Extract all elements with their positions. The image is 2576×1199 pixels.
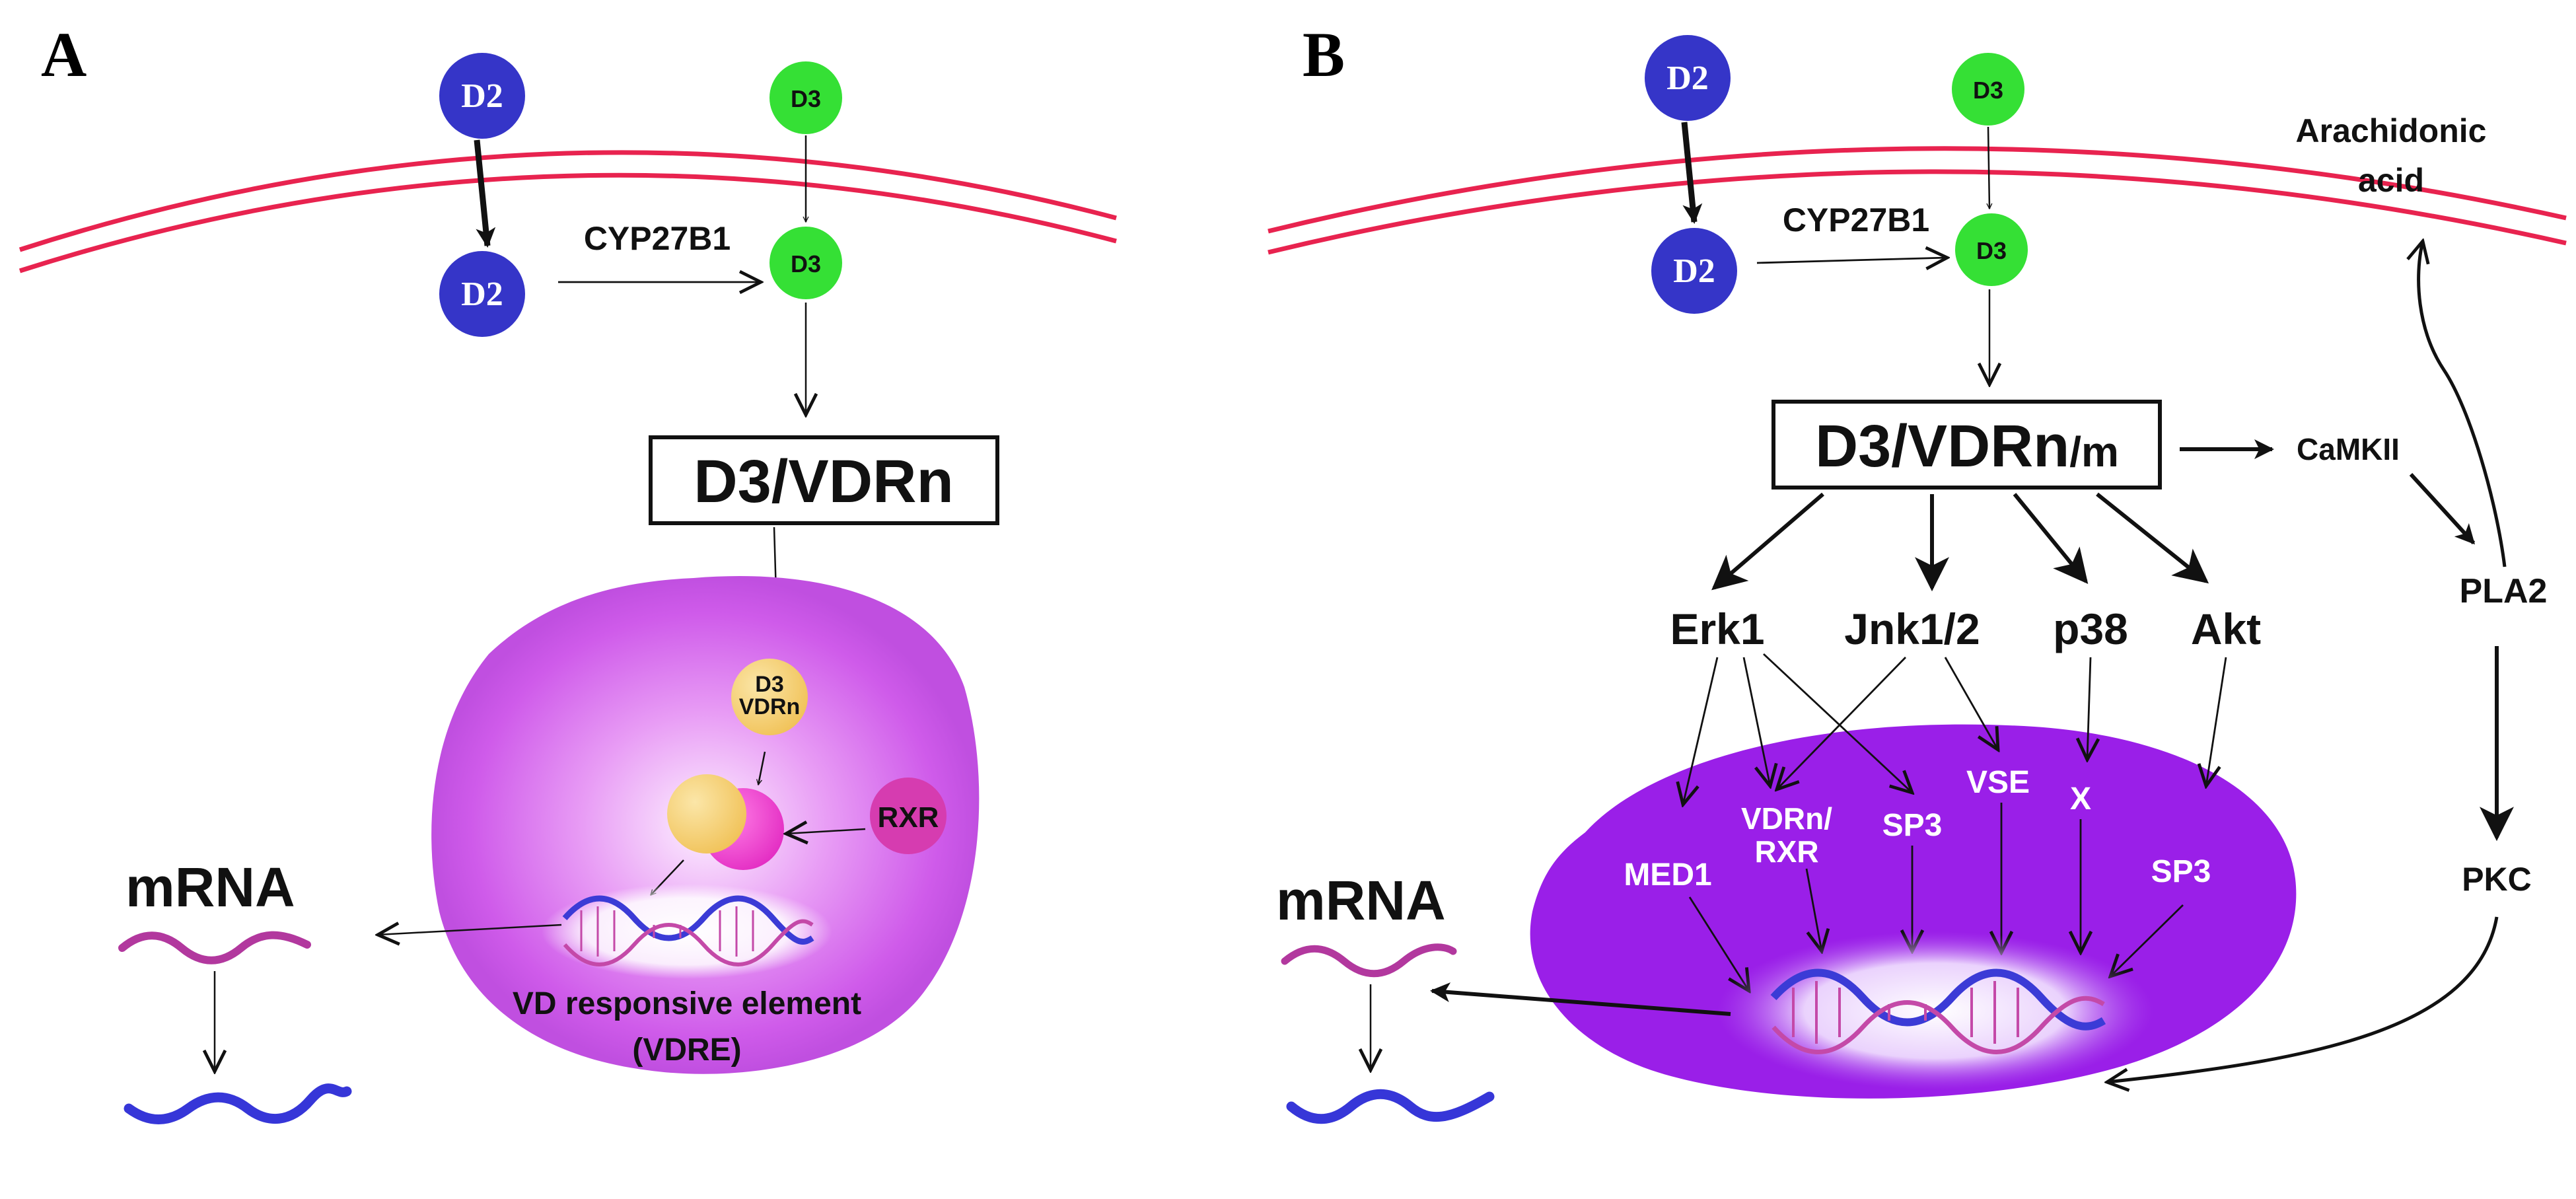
arrow-pkc-to-dna	[2107, 916, 2499, 1082]
arrow-d3-entry	[1988, 126, 1989, 209]
arrow-dna-to-mrna	[1430, 982, 1731, 1016]
arachidonic-line1: Arachidonic	[2296, 112, 2487, 149]
arrow-pla2-to-arachidonic	[2419, 241, 2507, 567]
mrna-label: mRNA	[125, 856, 295, 918]
mrna-strand	[118, 931, 311, 964]
box-label: D3/VDRn	[1815, 414, 2069, 480]
tf-vdrn-rxr-line2: RXR	[1754, 834, 1818, 869]
arrow-cyp27b1	[1756, 258, 1947, 263]
panel-b-letter: B	[1303, 19, 1345, 90]
cell-membrane-a	[18, 150, 1117, 273]
d3-label: D3	[1976, 237, 2007, 264]
d2-label: D2	[461, 275, 503, 313]
tf-vdrn-rxr-line1: VDRn/	[1741, 801, 1832, 836]
vdre-line1: VD responsive element	[513, 986, 861, 1021]
arrow-p38-to-x	[2087, 657, 2091, 760]
pla2-label: PLA2	[2460, 572, 2548, 610]
d2-label: D2	[1666, 59, 1709, 97]
dna-helix-b	[1717, 931, 2153, 1090]
arrow-vdrn-rxr-to-dna	[1805, 868, 1822, 951]
enzyme-label: CYP27B1	[1783, 201, 1929, 238]
d2-molecule-top-b: D2	[1645, 35, 1731, 121]
kinase-erk1: Erk1	[1670, 604, 1764, 653]
tf-x: X	[2070, 781, 2091, 817]
mrna-label: mRNA	[1276, 869, 1446, 931]
arrow-akt-to-sp3	[2206, 657, 2227, 786]
d2-molecule-top-a: D2	[439, 53, 525, 139]
tf-sp3-right: SP3	[2151, 854, 2211, 889]
cell-membrane-b	[1268, 146, 2567, 255]
box-label: D3/VDRn	[694, 448, 954, 515]
panel-a-letter: A	[41, 19, 87, 90]
rxr-molecule: RXR	[870, 778, 947, 854]
arrow-dna-to-mrna	[378, 925, 562, 935]
box-suffix: /m	[2069, 428, 2119, 476]
tf-sp3-left: SP3	[1882, 808, 1943, 843]
d3-molecule-bottom-a: D3	[769, 227, 842, 299]
d3-molecule-top-b: D3	[1952, 53, 2024, 126]
arrow-box-to-erk1	[1711, 492, 1824, 591]
rxr-label: RXR	[878, 801, 939, 834]
d2-molecule-bottom-a: D2	[439, 251, 525, 337]
arrow-erk1-to-med1	[1683, 657, 1719, 805]
d3-molecule-top-a: D3	[769, 61, 842, 134]
d3-vdrn-box: D3/VDRn	[649, 435, 999, 525]
vdre-line2: (VDRE)	[632, 1033, 741, 1068]
d3-vdrn-complex: D3 VDRn	[731, 659, 808, 735]
d3-label: D3	[791, 250, 821, 277]
d3-label: D3	[791, 85, 821, 112]
arachidonic-line2: acid	[2358, 162, 2424, 199]
d3-label: D3	[1973, 77, 2003, 104]
complex-line1: D3	[755, 672, 783, 697]
mrna-strand	[1281, 943, 1457, 978]
protein-strand	[1286, 1089, 1495, 1124]
d2-molecule-bottom-b: D2	[1651, 228, 1737, 314]
arrow-complex-down	[758, 751, 766, 785]
panel-b: B D2 D3 D2 D3 CYP27B1 D3/VDRn/m	[1268, 19, 2567, 1124]
arrow-camkii-to-pla2	[2409, 472, 2476, 545]
pkc-label: PKC	[2462, 861, 2532, 898]
arrow-box-to-p38	[2013, 493, 2089, 585]
arrow-jnk-to-vse	[1944, 657, 1998, 750]
tf-med1: MED1	[1624, 857, 1711, 892]
arrow-d2-entry	[474, 139, 496, 248]
complex-line2: VDRn	[739, 694, 801, 719]
panel-a: A D2 D3 D2 D3 CYP27B1	[18, 19, 1117, 1124]
enzyme-label: CYP27B1	[584, 220, 731, 257]
vdr-rxr-heterodimer	[667, 774, 784, 870]
arrow-erk1-to-vdrn-rxr	[1742, 657, 1770, 786]
camkii-label: CaMKII	[2297, 432, 2400, 466]
d3-molecule-bottom-b: D3	[1955, 213, 2028, 286]
kinase-p38: p38	[2053, 604, 2128, 653]
arrow-jnk-to-vdrn-rxr	[1777, 657, 1907, 789]
d2-label: D2	[461, 77, 503, 115]
protein-strand	[124, 1083, 352, 1124]
tf-vse: VSE	[1966, 765, 2030, 800]
kinase-jnk: Jnk1/2	[1844, 604, 1980, 653]
svg-text:D3/VDRn/m: D3/VDRn/m	[1815, 414, 2119, 480]
arrow-rxr-to-dimer	[786, 829, 866, 834]
d2-label: D2	[1673, 252, 1715, 290]
arrow-box-to-akt	[2096, 492, 2209, 584]
arrow-sp3-right-to-dna	[2110, 904, 2184, 976]
kinase-akt: Akt	[2191, 604, 2261, 653]
arrow-med1-to-dna	[1688, 896, 1749, 991]
dna-helix-a	[542, 884, 832, 979]
arrow-d2-entry	[1681, 122, 1703, 224]
d3-vdrn-m-box: D3/VDRn/m	[1771, 400, 2162, 490]
arrow-erk1-to-sp3	[1763, 653, 1912, 793]
